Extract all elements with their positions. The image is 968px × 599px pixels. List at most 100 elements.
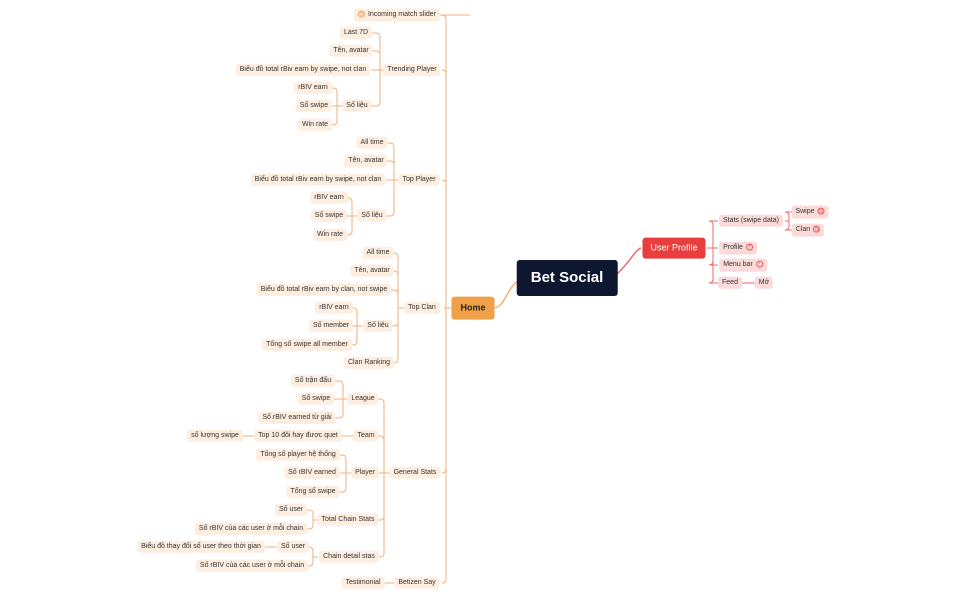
clan-node[interactable]: Clan⊡ [791, 223, 825, 237]
chain-detail-so-user-node[interactable]: Số user [276, 540, 310, 554]
top-clan-rbiv-earn-node[interactable]: rBIV earn [315, 301, 353, 315]
stats-branch [784, 211, 793, 217]
so-rbiv-earned-giai-node[interactable]: Số rBIV earned từ giải [258, 411, 336, 425]
so-luong-swipe-node[interactable]: số lượng swipe [187, 429, 243, 443]
top-player-branch [386, 211, 395, 217]
incoming-match-slider-label: Incoming match slider [367, 10, 437, 18]
mo-node[interactable]: Mở [754, 276, 774, 290]
top-clan-branch [392, 358, 399, 364]
top-player-node[interactable]: Top Player [398, 173, 440, 187]
total-chain-so-rbiv-node[interactable]: Số rBIV của các user ở mỗi chain [194, 522, 308, 536]
testimonial-node[interactable]: Testimonial [341, 576, 385, 590]
top-clan-stats-node[interactable]: Số liệu [363, 319, 393, 333]
stats-branch [784, 225, 793, 231]
user-profile-node[interactable]: User Profile [642, 237, 706, 259]
general-branch [376, 552, 385, 558]
top-player-stats-node[interactable]: Số liệu [357, 209, 387, 223]
profile-branch [708, 220, 718, 226]
root-home-connector [492, 279, 520, 309]
menu-bar-node[interactable]: Menu bar! [719, 258, 767, 272]
top-clan-branch [392, 321, 399, 327]
total-chain-so-user-node[interactable]: Số user [274, 503, 308, 517]
player-branch [340, 454, 347, 460]
swipe-label: Swipe [795, 207, 815, 215]
general-stats-node[interactable]: General Stats [389, 466, 441, 480]
trending-branch [372, 50, 381, 56]
general-branch [376, 515, 385, 521]
trending-branch [370, 101, 381, 107]
profile-branch [708, 260, 718, 266]
tong-so-player-node[interactable]: Tổng số player hệ thống [256, 448, 340, 462]
general-branch [378, 435, 385, 441]
top-player-chart-node[interactable]: Biểu đồ total rBiv earn by swipe, not cl… [250, 173, 386, 187]
top-clan-stats-branch [351, 307, 358, 313]
top-clan-name-avatar-node[interactable]: Tên, avatar [350, 264, 394, 278]
top-player-name-avatar-node[interactable]: Tên, avatar [344, 154, 388, 168]
menu-bar-label: Menu bar [723, 260, 753, 268]
top-clan-so-member-node[interactable]: Số member [308, 319, 354, 333]
trending-rbiv-earn-node[interactable]: rBIV earn [294, 81, 332, 95]
so-tran-dau-node[interactable]: Số trận đấu [290, 374, 336, 388]
alert-icon: ! [755, 260, 763, 268]
all-time-node[interactable]: All time [356, 136, 388, 150]
chain-detail-branch [308, 546, 314, 552]
trending-so-swipe-node[interactable]: Số swipe [295, 99, 333, 113]
root-profile-connector [616, 247, 642, 275]
trending-stats-node[interactable]: Số liệu [342, 99, 372, 113]
top-clan-node[interactable]: Top Clan [404, 301, 440, 315]
profile-node[interactable]: Profile? [719, 241, 757, 255]
clan-ranking-node[interactable]: Clan Ranking [343, 356, 395, 370]
trending-stats-branch [331, 87, 338, 93]
top-clan-total-swipe-node[interactable]: Tổng số swipe all member [262, 338, 352, 352]
incoming-connector [440, 14, 447, 20]
league-so-swipe-node[interactable]: Số swipe [297, 392, 335, 406]
chain-detail-stats-node[interactable]: Chain detail stas [319, 550, 379, 564]
total-chain-branch [306, 509, 314, 515]
home-node[interactable]: Home [451, 296, 495, 320]
feed-node[interactable]: Feed [718, 276, 742, 290]
league-branch [334, 413, 344, 419]
home-branch [441, 468, 447, 474]
player-node[interactable]: Player [351, 466, 379, 480]
total-chain-branch [307, 524, 314, 530]
stats-swipe-data-node[interactable]: Stats (swipe data) [718, 214, 784, 228]
trending-stats-branch [332, 120, 338, 126]
incoming-match-slider-node[interactable]: ⊡Incoming match slider [353, 8, 441, 22]
team-node[interactable]: Team [353, 429, 379, 443]
last-7d-node[interactable]: Last 7D [339, 26, 373, 40]
note-icon: ⊡ [357, 10, 365, 18]
note-icon: ⊡ [813, 225, 821, 233]
clan-label: Clan [795, 225, 811, 233]
top-clan-all-time-node[interactable]: All time [362, 246, 394, 260]
trending-name-avatar-node[interactable]: Tên, avatar [329, 44, 373, 58]
top-player-rbiv-earn-node[interactable]: rBIV earn [310, 191, 348, 205]
tong-so-swipe-node[interactable]: Tổng số swipe [286, 485, 340, 499]
total-chain-stats-node[interactable]: Total Chain Stats [317, 513, 379, 527]
chain-detail-branch [307, 561, 314, 567]
question-icon: ? [745, 243, 753, 251]
trending-player-node[interactable]: Trending Player [383, 63, 441, 77]
top-player-win-rate-node[interactable]: Win rate [312, 228, 348, 242]
top-clan-stats-branch [351, 340, 358, 346]
top-10-pairs-node[interactable]: Top 10 đôi hay được quẹt [254, 429, 342, 443]
top-player-stats-branch [346, 197, 353, 203]
trending-chart-node[interactable]: Biểu đồ total rBiv earn by swipe, not cl… [235, 63, 371, 77]
home-branch [441, 69, 447, 75]
betizen-say-node[interactable]: Betizen Say [394, 576, 440, 590]
so-rbiv-earned-node[interactable]: Số rBIV earned [284, 466, 340, 480]
home-branch [441, 179, 447, 185]
user-change-chart-node[interactable]: Biểu đồ thay đổi số user theo thời gian [137, 540, 265, 554]
trending-win-rate-node[interactable]: Win rate [297, 118, 333, 132]
home-branch [441, 578, 447, 584]
top-player-so-swipe-node[interactable]: Số swipe [310, 209, 348, 223]
profile-branch [708, 278, 718, 284]
general-branch [376, 398, 385, 404]
swipe-node[interactable]: Swipe⊡ [791, 205, 829, 219]
root-node[interactable]: Bet Social [516, 260, 618, 296]
league-node[interactable]: League [347, 392, 379, 406]
trending-branch [370, 32, 381, 38]
top-clan-chart-node[interactable]: Biểu đồ total rBiv earn by clan, not swi… [256, 283, 392, 297]
chain-detail-so-rbiv-node[interactable]: Số rBIV của các user ở mỗi chain [195, 559, 309, 573]
